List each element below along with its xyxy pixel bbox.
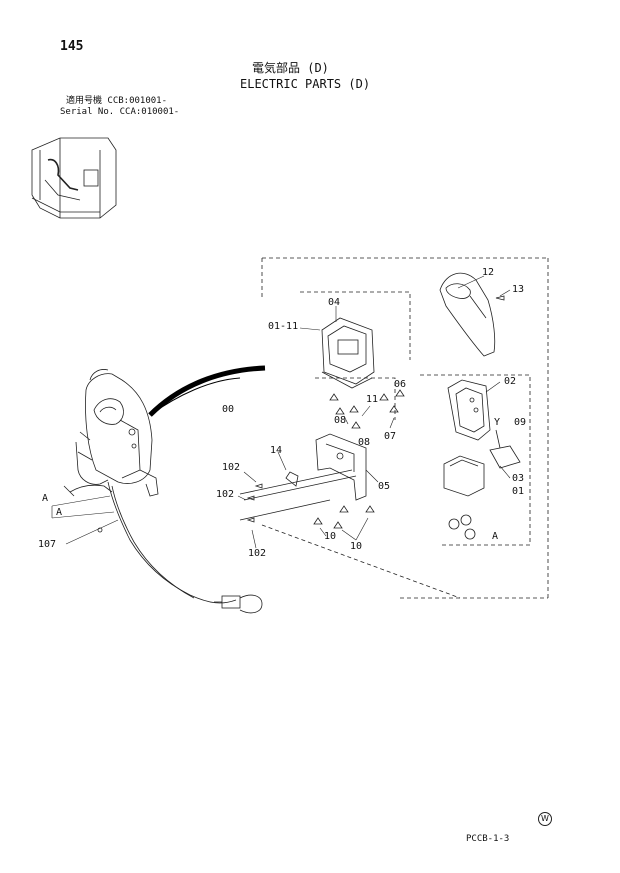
callout-00: 00: [222, 404, 235, 415]
panel-02: [447, 379, 491, 441]
w-mark-icon: W: [538, 812, 552, 826]
bracket-05: [315, 433, 367, 501]
callout-13: 13: [512, 284, 525, 295]
callout-10-b: 10: [350, 541, 363, 552]
callout-08-b: 08: [358, 437, 371, 448]
diagram-frame: [261, 257, 549, 600]
callout-08-a: 08: [334, 415, 347, 426]
callout-107: 107: [38, 539, 57, 550]
callout-11: 11: [366, 394, 379, 405]
callout-01: 01: [512, 486, 525, 497]
upper-cover-12: [439, 272, 496, 357]
mounting-rod: [239, 469, 357, 521]
callout-a-left-1: A: [42, 493, 49, 504]
callout-03: 03: [512, 473, 525, 484]
callout-14: 14: [270, 445, 283, 456]
callout-y: Y: [494, 417, 501, 428]
callout-09: 09: [514, 417, 527, 428]
machine-thumbnail: [31, 137, 117, 219]
serial-english: Serial No. CCA:010001-: [60, 107, 180, 117]
callout-10-a: 10: [324, 531, 337, 542]
fasteners: [329, 389, 405, 429]
callout-02: 02: [504, 376, 517, 387]
callout-102-a: 102: [222, 462, 241, 473]
page-number: 145: [60, 39, 84, 54]
callout-04: 04: [328, 297, 341, 308]
callout-07: 07: [384, 431, 397, 442]
callout-06: 06: [394, 379, 407, 390]
callout-102-b: 102: [216, 489, 235, 500]
callout-a-left-2: A: [56, 507, 63, 518]
callout-12: 12: [482, 267, 495, 278]
title-japanese: 電気部品 (D): [252, 61, 329, 75]
serial-japanese: 適用号機 CCB:001001-: [66, 96, 168, 106]
wire-harness: [63, 441, 263, 614]
callout-05: 05: [378, 481, 391, 492]
callout-01-11: 01-11: [268, 321, 299, 332]
callout-a-detail: A: [492, 531, 499, 542]
connector-01: [489, 429, 521, 469]
console-assembly: [77, 369, 159, 497]
callout-102-c: 102: [248, 548, 267, 559]
page-code: PCCB-1-3: [466, 834, 510, 844]
switch-03: [443, 455, 485, 497]
monitor-04: [321, 317, 375, 389]
title-english: ELECTRIC PARTS (D): [240, 77, 371, 91]
